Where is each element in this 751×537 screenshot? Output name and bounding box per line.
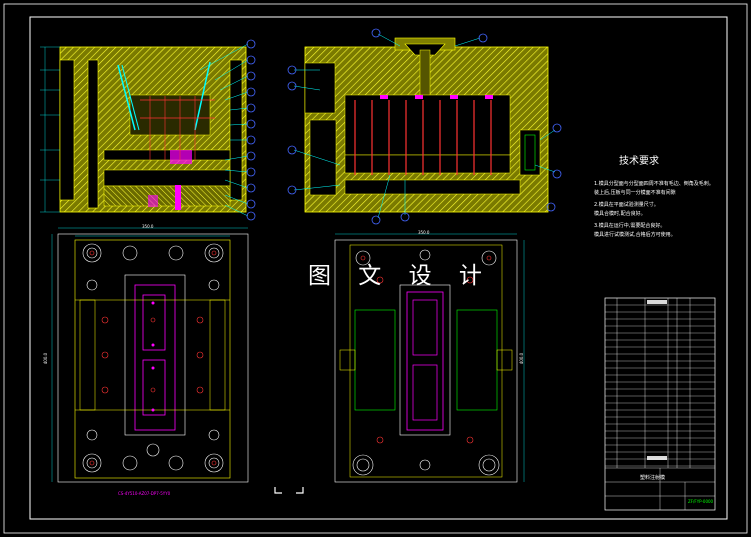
dim-left-width: 350.0 [142, 224, 154, 229]
plan-view-left [51, 227, 249, 483]
bottom-note: CS-4Y510-AZ07-DP7-5YY0 [118, 491, 171, 496]
dim-right-width: 350.0 [418, 230, 430, 235]
tech-note-3: 2.模具在平面试验测量尺寸。 [594, 202, 659, 208]
technical-requirements-title: 技术要求 [619, 156, 659, 167]
tech-note-1: 1.模具分型面与分型面四周不准有毛边、倒角及毛刺。 [594, 181, 714, 187]
tech-note-4: 模具合模时,配合良好。 [594, 211, 646, 217]
watermark-text: 图 文 设 计 [308, 263, 492, 289]
section-view-left [40, 39, 256, 221]
title-block-drawing-no: ZF/FYP-0000 [688, 499, 714, 504]
title-block-name: 塑料注射模 [640, 475, 666, 481]
tech-note-2: 装上后,压板与同一分模面不准有间隙 [594, 190, 676, 196]
dim-left-height: 400.0 [43, 352, 49, 365]
tech-note-5: 3.模具在运行中,需要配合良好。 [594, 223, 666, 229]
drawing-frame [3, 3, 748, 534]
tech-note-6: 模具进行试模测试,合格后方可使用。 [594, 232, 676, 238]
dim-right-height: 400.0 [519, 352, 525, 365]
title-block [604, 297, 716, 511]
section-view-right [287, 28, 562, 225]
plan-view-right [274, 233, 525, 494]
